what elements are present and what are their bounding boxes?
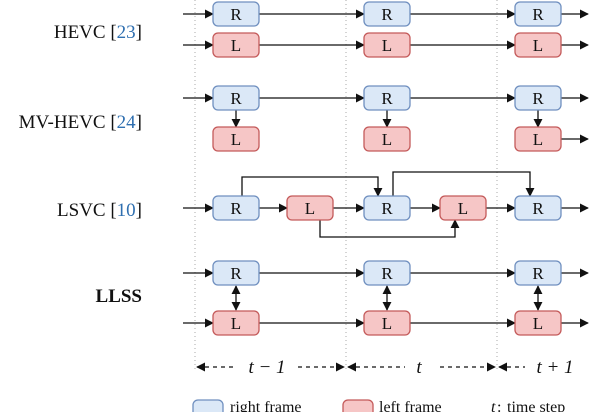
hevc-right-box-2-rect [363, 1, 411, 27]
hevc-left-box-2-rect [363, 32, 411, 58]
llss-right-box-3: R [514, 260, 562, 286]
lsvc-left-box-4-rect [439, 195, 487, 221]
llss-right-box-1: R [212, 260, 260, 286]
hevc-left-box-2: L [363, 32, 411, 58]
llss-right-box-2: R [363, 260, 411, 286]
mvhevc-left-box-3-label: L [533, 130, 543, 149]
hevc-right-box-1: R [212, 1, 260, 27]
mvhevc-right-box-3: R [514, 85, 562, 111]
mvhevc-left-box-1-label: L [231, 130, 241, 149]
lsvc-right-box-3-label: R [381, 199, 393, 218]
legend-time-symbol: t [491, 399, 496, 412]
llss-left-box-1-rect [212, 310, 260, 336]
legend-colon: : [497, 399, 501, 412]
mvhevc-right-box-3-rect [514, 85, 562, 111]
hevc-right-box-1-label: R [230, 5, 242, 24]
mvhevc-left-box-3: L [514, 126, 562, 152]
llss-right-box-1-label: R [230, 264, 242, 283]
legend-right-frame: right frame [230, 399, 302, 412]
hevc-left-box-3-rect [514, 32, 562, 58]
mvhevc-left-box-2: L [363, 126, 411, 152]
llss-left-box-3: L [514, 310, 562, 336]
mvhevc-left-box-3-rect [514, 126, 562, 152]
lsvc-left-box-2-label: L [305, 199, 315, 218]
row-labels: HEVC [23] MV-HEVC [24] LSVC [10] LLSS [19, 22, 142, 307]
time-label-t: t [416, 357, 422, 378]
hevc-left-box-2-label: L [382, 36, 392, 55]
time-label-t-plus-1: t + 1 [536, 357, 573, 378]
mvhevc-right-box-2-label: R [381, 89, 393, 108]
hevc-left-box-1-rect [212, 32, 260, 58]
row-label-lsvc: LSVC [10] [57, 200, 142, 221]
llss-right-box-3-rect [514, 260, 562, 286]
lsvc-right-box-5-rect [514, 195, 562, 221]
time-axis: t − 1 t t + 1 [196, 357, 574, 378]
arrows [183, 9, 589, 328]
hevc-left-box-3-label: L [533, 36, 543, 55]
hevc-right-box-3-label: R [532, 5, 544, 24]
llss-right-box-1-rect [212, 260, 260, 286]
mvhevc-right-box-2-rect [363, 85, 411, 111]
lsvc-left-box-4-label: L [458, 199, 468, 218]
hevc-left-box-1-label: L [231, 36, 241, 55]
llss-left-box-1: L [212, 310, 260, 336]
llss-left-box-2-label: L [382, 314, 392, 333]
hevc-right-box-1-rect [212, 1, 260, 27]
row-label-hevc: HEVC [23] [54, 22, 142, 43]
lsvc-right-box-5: R [514, 195, 562, 221]
hevc-left-box-3: L [514, 32, 562, 58]
llss-left-box-2-rect [363, 310, 411, 336]
lsvc-skip-L1-to-L2 [319, 219, 460, 238]
mvhevc-right-box-1: R [212, 85, 260, 111]
llss-right-box-2-label: R [381, 264, 393, 283]
lsvc-skip-R1-to-R2 [241, 176, 383, 197]
lsvc-right-box-1-rect [212, 195, 260, 221]
mvhevc-left-box-1: L [212, 126, 260, 152]
time-label-t-minus-1: t − 1 [248, 357, 285, 378]
hevc-right-box-2: R [363, 1, 411, 27]
llss-left-box-3-label: L [533, 314, 543, 333]
lsvc-left-box-4: L [439, 195, 487, 221]
lsvc-left-box-2-rect [286, 195, 334, 221]
mvhevc-right-box-1-label: R [230, 89, 242, 108]
legend-time-step: time step [507, 399, 565, 412]
hevc-right-box-3-rect [514, 1, 562, 27]
row-label-llss: LLSS [96, 286, 142, 307]
mvhevc-left-box-1-rect [212, 126, 260, 152]
legend-left-frame: left frame [379, 399, 442, 412]
row-label-mv-hevc: MV-HEVC [24] [19, 112, 142, 133]
legend-swatch-left [342, 399, 374, 412]
lsvc-skip-R2-to-R3 [392, 171, 535, 197]
lsvc-left-box-2: L [286, 195, 334, 221]
mvhevc-right-box-3-label: R [532, 89, 544, 108]
llss-left-box-2: L [363, 310, 411, 336]
hevc-right-box-3: R [514, 1, 562, 27]
legend: right frame left frame t : time step [192, 399, 565, 412]
llss-right-box-3-label: R [532, 264, 544, 283]
lsvc-right-box-3-rect [363, 195, 411, 221]
mvhevc-right-box-1-rect [212, 85, 260, 111]
mvhevc-right-box-2: R [363, 85, 411, 111]
hevc-right-box-2-label: R [381, 5, 393, 24]
llss-right-box-2-rect [363, 260, 411, 286]
llss-left-box-3-rect [514, 310, 562, 336]
lsvc-right-box-5-label: R [532, 199, 544, 218]
llss-left-box-1-label: L [231, 314, 241, 333]
mvhevc-left-box-2-rect [363, 126, 411, 152]
lsvc-right-box-1-label: R [230, 199, 242, 218]
mvhevc-left-box-2-label: L [382, 130, 392, 149]
legend-swatch-right [192, 399, 224, 412]
hevc-left-box-1: L [212, 32, 260, 58]
lsvc-right-box-1: R [212, 195, 260, 221]
lsvc-right-box-3: R [363, 195, 411, 221]
